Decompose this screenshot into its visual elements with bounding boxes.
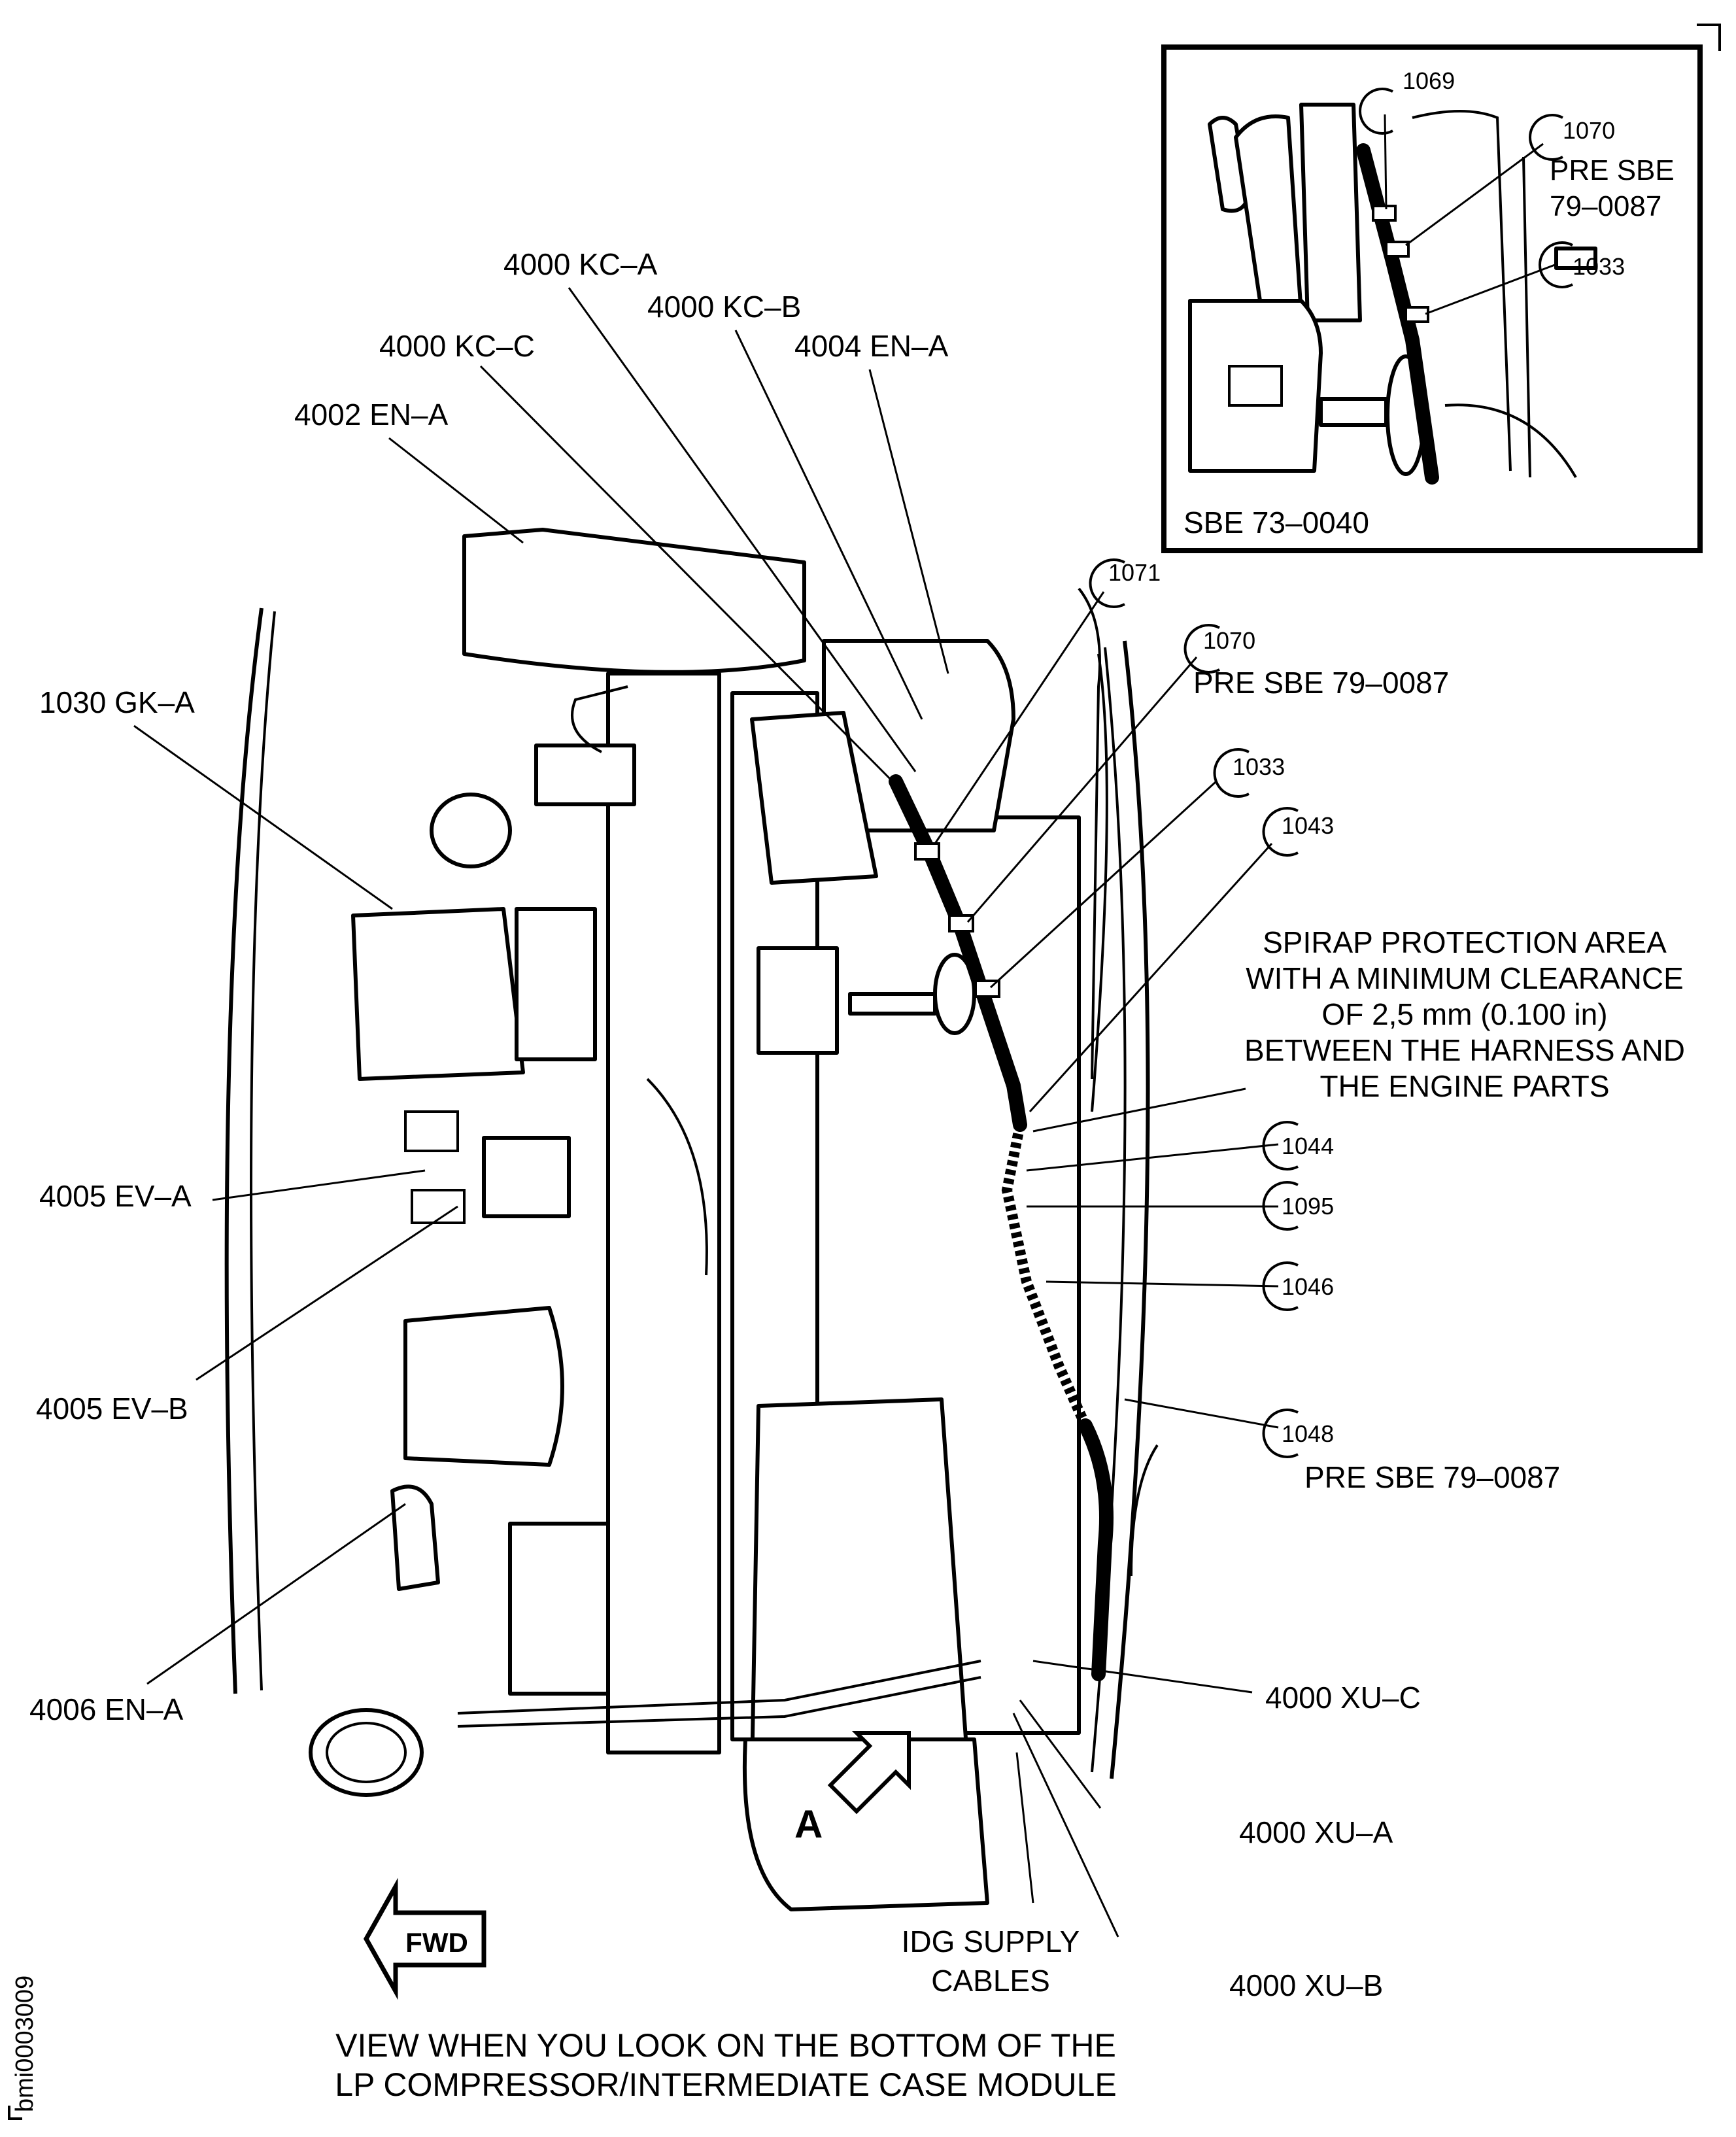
svg-text:4000 KC–B: 4000 KC–B: [647, 290, 801, 324]
svg-text:4000 XU–C: 4000 XU–C: [1265, 1681, 1421, 1715]
inset-clamp-1069: [1372, 205, 1397, 222]
svg-text:1033: 1033: [1233, 753, 1285, 780]
svg-text:BETWEEN THE HARNESS AND: BETWEEN THE HARNESS AND: [1244, 1033, 1685, 1067]
callout-4004-en-a: 4004 EN–A: [794, 329, 949, 674]
spirap-note: SPIRAP PROTECTION AREA WITH A MINIMUM CL…: [1032, 925, 1685, 1133]
ref-1044: 1044: [1026, 1121, 1334, 1172]
inset-detail: 1069 1070 PRE SBE 79–0087 1033 SBE 73–00…: [1161, 44, 1703, 553]
harness-clamp-1070: [948, 914, 974, 932]
svg-text:1069: 1069: [1403, 67, 1455, 94]
svg-text:4000 KC–A: 4000 KC–A: [503, 247, 658, 281]
figure-id: bmi0003009: [8, 1975, 39, 2120]
view-a-marker: A: [794, 1731, 911, 1846]
svg-text:1048: 1048: [1282, 1420, 1334, 1447]
svg-text:CABLES: CABLES: [931, 1964, 1050, 1998]
svg-text:4006 EN–A: 4006 EN–A: [29, 1692, 184, 1726]
ref-1033: 1033: [989, 748, 1285, 989]
svg-text:4002 EN–A: 4002 EN–A: [294, 398, 449, 432]
ref-1048: 1048 PRE SBE 79–0087: [1124, 1398, 1560, 1494]
svg-text:4005 EV–A: 4005 EV–A: [39, 1179, 192, 1213]
callout-4005-ev-b: 4005 EV–B: [36, 1205, 458, 1426]
svg-text:4004 EN–A: 4004 EN–A: [794, 329, 949, 363]
callout-4000-xu-a: 4000 XU–A: [1019, 1700, 1393, 1849]
svg-text:VIEW WHEN YOU LOOK ON THE BOTT: VIEW WHEN YOU LOOK ON THE BOTTOM OF THE: [335, 2027, 1116, 2064]
callout-4000-xu-b: 4000 XU–B: [1012, 1713, 1383, 2002]
callout-1030-gk-a: 1030 GK–A: [39, 685, 393, 910]
svg-text:FWD: FWD: [405, 1927, 468, 1958]
inset-ref-1070: 1070 PRE SBE 79–0087: [1405, 114, 1675, 247]
svg-text:1070: 1070: [1563, 117, 1615, 144]
callout-4000-kc-c: 4000 KC–C: [379, 329, 904, 793]
ref-1095: 1095: [1027, 1181, 1334, 1231]
harness-lower: [1078, 1418, 1114, 1681]
callout-idg-supply-cables: IDG SUPPLY CABLES: [902, 1752, 1080, 1998]
svg-text:1095: 1095: [1282, 1193, 1334, 1220]
svg-text:1070: 1070: [1203, 627, 1255, 654]
svg-text:1071: 1071: [1108, 559, 1161, 586]
engine-body: [224, 528, 1159, 1911]
svg-text:1033: 1033: [1573, 253, 1625, 280]
inset-ref-1033: 1033: [1425, 241, 1625, 315]
ref-1070: 1070 PRE SBE 79–0087: [966, 624, 1449, 923]
svg-text:4005 EV–B: 4005 EV–B: [36, 1392, 188, 1426]
figure-caption: VIEW WHEN YOU LOOK ON THE BOTTOM OF THE …: [335, 2027, 1117, 2103]
svg-text:SPIRAP PROTECTION AREA: SPIRAP PROTECTION AREA: [1263, 925, 1667, 959]
inset-clamp-1070: [1385, 241, 1410, 258]
svg-text:A: A: [794, 1802, 823, 1846]
inset-ref-1069: 1069: [1359, 67, 1455, 210]
spirap-protected-harness: [1001, 1123, 1091, 1428]
harness-clamp-1071: [914, 842, 940, 861]
svg-text:4000 KC–C: 4000 KC–C: [379, 329, 535, 363]
inset-engine-parts: [1188, 103, 1597, 479]
svg-text:PRE SBE 79–0087: PRE SBE 79–0087: [1304, 1460, 1560, 1494]
inset-title: SBE 73–0040: [1183, 505, 1369, 539]
svg-text:WITH A MINIMUM CLEARANCE: WITH A MINIMUM CLEARANCE: [1246, 961, 1684, 995]
callout-4006-en-a: 4006 EN–A: [29, 1503, 406, 1726]
svg-text:1044: 1044: [1282, 1133, 1334, 1159]
svg-text:4000 XU–B: 4000 XU–B: [1229, 1968, 1383, 2002]
svg-text:79–0087: 79–0087: [1550, 190, 1661, 222]
ref-1071: 1071: [934, 558, 1161, 844]
svg-text:OF 2,5 mm (0.100 in): OF 2,5 mm (0.100 in): [1321, 997, 1607, 1031]
svg-text:IDG SUPPLY: IDG SUPPLY: [902, 1924, 1080, 1958]
svg-text:PRE SBE: PRE SBE: [1550, 154, 1675, 186]
ref-1046: 1046: [1046, 1261, 1334, 1311]
svg-text:4000 XU–A: 4000 XU–A: [1239, 1815, 1393, 1849]
corner-mark: [1697, 24, 1721, 51]
callout-4000-xu-c: 4000 XU–C: [1032, 1660, 1421, 1715]
callout-4000-kc-b: 4000 KC–B: [647, 290, 923, 720]
svg-text:LP COMPRESSOR/INTERMEDIATE CAS: LP COMPRESSOR/INTERMEDIATE CASE MODULE: [335, 2066, 1117, 2103]
ref-1043: 1043: [1029, 807, 1334, 1113]
inset-clamp-1033: [1404, 306, 1429, 323]
callout-4000-kc-a: 4000 KC–A: [503, 247, 917, 772]
fwd-arrow-icon: FWD: [363, 1877, 486, 2000]
callout-4005-ev-a: 4005 EV–A: [39, 1169, 426, 1213]
svg-text:PRE SBE 79–0087: PRE SBE 79–0087: [1193, 666, 1449, 700]
svg-text:1030 GK–A: 1030 GK–A: [39, 685, 195, 719]
svg-text:1043: 1043: [1282, 812, 1334, 839]
harness-upper: [889, 774, 1027, 1132]
callout-4002-en-a: 4002 EN–A: [294, 398, 524, 544]
svg-text:bmi0003009: bmi0003009: [11, 1975, 39, 2112]
svg-text:1046: 1046: [1282, 1273, 1334, 1300]
svg-text:THE ENGINE PARTS: THE ENGINE PARTS: [1319, 1069, 1609, 1103]
